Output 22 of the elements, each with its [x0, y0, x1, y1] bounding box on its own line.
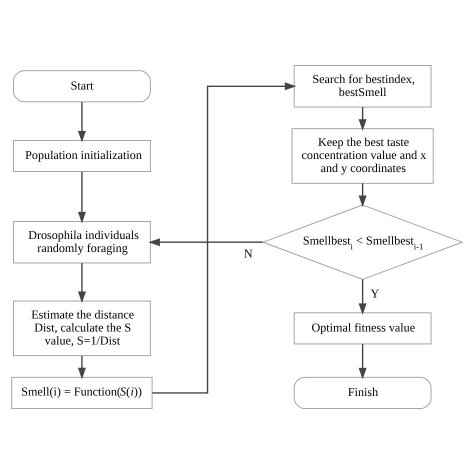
node-box: Population initialization: [13, 140, 151, 172]
edge-label: Y: [370, 286, 380, 300]
arrow: [358, 344, 367, 380]
arrow: [358, 280, 367, 315]
node-box: Estimate the distance Dist, calculate the S value, S=1/Dist: [13, 300, 151, 356]
arrow: [148, 238, 263, 246]
arrow: [78, 102, 86, 142]
node-box: Drosophila individuals randomly foraging: [13, 220, 151, 264]
node-box: Keep the best taste concentration value and x and y coordinates: [292, 128, 434, 184]
arrow: [78, 356, 86, 380]
edge-label: N: [244, 246, 253, 261]
node-box: Optimal fitness value: [294, 312, 432, 344]
arrow: [78, 263, 86, 303]
node-box: Search for bestindex, bestSmell: [294, 65, 432, 108]
arrow: [78, 172, 86, 224]
node-box: Smell(i) = Function(S(i)): [11, 376, 153, 409]
arrow: [152, 82, 296, 394]
arrow: [358, 107, 367, 131]
node-box: Start: [13, 70, 151, 102]
node-diamond: Smellbest$_{i}$ < Smellbest$_{i-1}$: [262, 204, 464, 280]
node-box: Finish: [294, 376, 432, 409]
arrow: [358, 184, 367, 207]
